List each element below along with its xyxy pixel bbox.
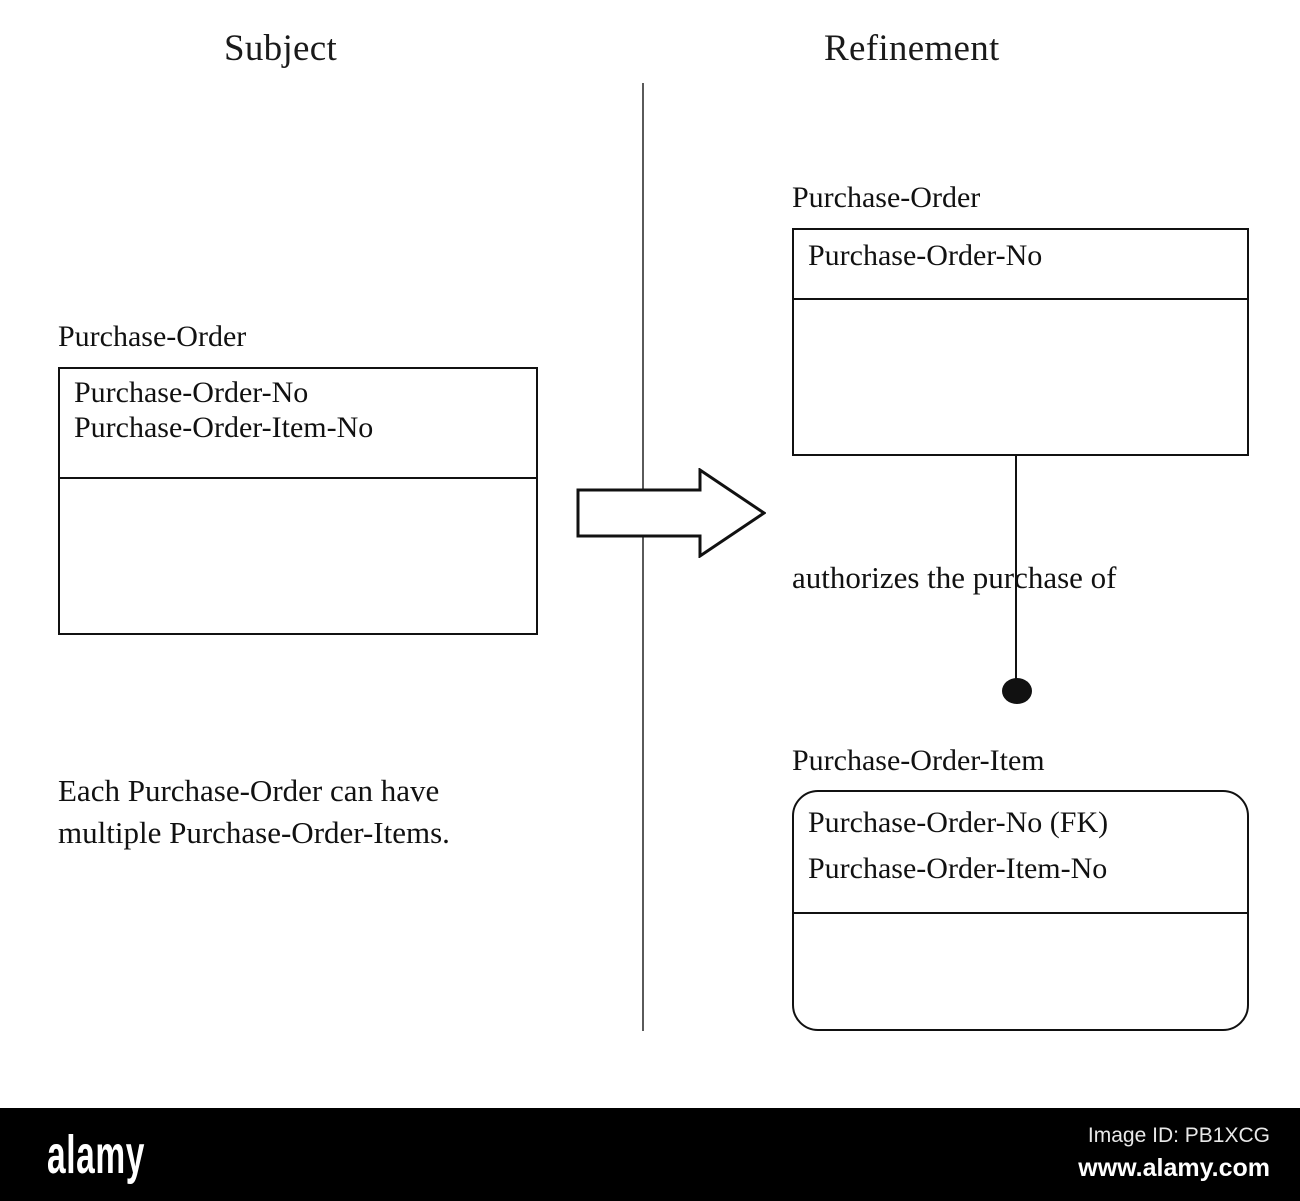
entity-label-refinement-purchase-order: Purchase-Order bbox=[792, 181, 981, 214]
entity-key-attribute: Purchase-Order-No bbox=[74, 376, 309, 409]
entity-box-refinement-purchase-order[interactable]: Purchase-Order-No bbox=[792, 228, 1249, 456]
column-divider-line bbox=[642, 83, 644, 1031]
block-arrow-right-icon bbox=[576, 468, 766, 558]
diagram-canvas: Subject Refinement Purchase-Order Purcha… bbox=[58, 28, 1249, 1031]
column-heading-refinement: Refinement bbox=[824, 28, 1000, 69]
subject-note-line-1: Each Purchase-Order can have bbox=[58, 773, 440, 808]
entity-key-attribute: Purchase-Order-No (FK) bbox=[808, 806, 1109, 839]
watermark-url: www.alamy.com bbox=[1078, 1154, 1270, 1182]
column-heading-subject: Subject bbox=[224, 28, 338, 69]
alamy-logo: alamy bbox=[47, 1125, 146, 1185]
entity-key-area: Purchase-Order-No Purchase-Order-Item-No bbox=[60, 369, 536, 479]
entity-box-refinement-purchase-order-item[interactable]: Purchase-Order-No (FK) Purchase-Order-It… bbox=[792, 790, 1249, 1031]
entity-key-area: Purchase-Order-No (FK) Purchase-Order-It… bbox=[794, 792, 1247, 914]
relationship-line bbox=[1015, 455, 1017, 693]
relationship-label: authorizes the purchase of bbox=[792, 560, 1117, 595]
entity-key-attribute: Purchase-Order-No bbox=[808, 239, 1043, 272]
watermark-image-id: Image ID: PB1XCG bbox=[1087, 1124, 1270, 1147]
entity-label-refinement-purchase-order-item: Purchase-Order-Item bbox=[792, 744, 1045, 777]
subject-note-line-2: multiple Purchase-Order-Items. bbox=[58, 814, 450, 850]
cardinality-many-dot-icon bbox=[1002, 678, 1032, 704]
entity-key-attribute: Purchase-Order-Item-No bbox=[808, 851, 1108, 885]
entity-key-attribute: Purchase-Order-Item-No bbox=[74, 411, 374, 445]
entity-label-subject-purchase-order: Purchase-Order bbox=[58, 320, 247, 353]
entity-key-area: Purchase-Order-No bbox=[794, 230, 1247, 300]
subject-note: Each Purchase-Order can have multiple Pu… bbox=[58, 770, 450, 854]
watermark-bar: alamy Image ID: PB1XCG www.alamy.com bbox=[0, 1108, 1300, 1201]
entity-box-subject-purchase-order[interactable]: Purchase-Order-No Purchase-Order-Item-No bbox=[58, 367, 538, 635]
